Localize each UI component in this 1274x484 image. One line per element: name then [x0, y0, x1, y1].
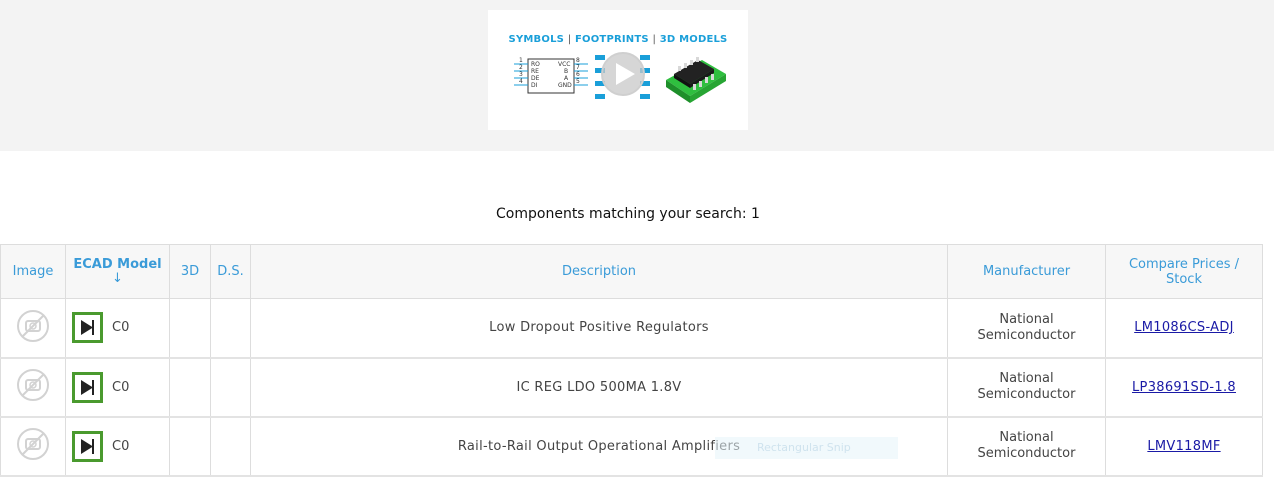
ecad-model-icon[interactable]	[72, 371, 103, 403]
banner-area: SYMBOLS | FOOTPRINTS | 3D MODELS 1 2 3	[0, 0, 1274, 151]
table-header-row: Image ECAD Model ↓ 3D D.S. Description M…	[0, 244, 1263, 299]
ecad-model-icon[interactable]	[72, 312, 103, 344]
column-header-3d[interactable]: 3D	[169, 244, 211, 299]
pin-6-number: 6	[576, 71, 580, 78]
column-header-ecad[interactable]: ECAD Model ↓	[65, 244, 170, 299]
image-cell	[0, 357, 66, 418]
pin-2-number: 2	[519, 64, 523, 71]
schematic-symbol-icon: 1 2 3 4 RO RE DE DI VCC B A GND 8 7 6 5	[514, 57, 588, 94]
manufacturer-line1: National	[999, 311, 1054, 327]
results-table: Image ECAD Model ↓ 3D D.S. Description M…	[0, 244, 1263, 477]
table-row: C0 IC REG LDO 500MA 1.8V National Semico…	[0, 357, 1263, 418]
pin-7-number: 7	[576, 64, 580, 71]
snip-tool-overlay: Rectangular Snip	[715, 437, 898, 459]
compare-header-line2: Stock	[1166, 271, 1202, 287]
part-number-link[interactable]: LM1086CS-ADJ	[1134, 320, 1234, 336]
manufacturer-line2: Semiconductor	[977, 446, 1076, 461]
footprint-icon	[595, 55, 650, 99]
part-number-link[interactable]: LP38691SD-1.8	[1132, 379, 1236, 395]
pin-1-number: 1	[519, 57, 523, 64]
part-number-cell: LM1086CS-ADJ	[1105, 298, 1263, 359]
ecad-cell: C0	[65, 298, 170, 359]
ecad-model-icon[interactable]	[72, 430, 103, 462]
banner-models: 3D MODELS	[659, 34, 728, 45]
manufacturer-line2: Semiconductor	[977, 327, 1076, 343]
banner-symbols: SYMBOLS	[508, 34, 565, 45]
manufacturer-line1: National	[999, 371, 1054, 386]
sort-down-icon[interactable]: ↓	[112, 271, 123, 286]
column-header-manufacturer[interactable]: Manufacturer	[947, 244, 1106, 299]
3d-cell	[169, 416, 211, 477]
pin-label-re: RE	[531, 68, 539, 75]
video-banner[interactable]: SYMBOLS | FOOTPRINTS | 3D MODELS 1 2 3	[488, 10, 748, 130]
no-image-icon	[17, 369, 49, 401]
column-header-datasheet[interactable]: D.S.	[210, 244, 251, 299]
pin-label-vcc: VCC	[558, 61, 570, 68]
banner-footprints: FOOTPRINTS	[575, 34, 649, 45]
3d-model-icon	[666, 57, 726, 103]
ecad-header-label: ECAD Model	[73, 257, 162, 272]
pin-4-number: 4	[519, 78, 523, 85]
pin-8-number: 8	[576, 57, 580, 64]
ecad-code: C0	[112, 379, 130, 395]
manufacturer-line2: Semiconductor	[977, 387, 1076, 402]
manufacturer-cell: National Semiconductor	[947, 357, 1106, 418]
manufacturer-cell: National Semiconductor	[947, 416, 1106, 477]
part-number-cell: LMV118MF	[1105, 416, 1263, 477]
datasheet-cell	[210, 357, 251, 418]
part-number-cell: LP38691SD-1.8	[1105, 357, 1263, 418]
3d-cell	[169, 298, 211, 359]
column-header-description[interactable]: Description	[250, 244, 948, 299]
table-row: C0 Rail-to-Rail Output Operational Ampli…	[0, 416, 1263, 477]
pin-label-de: DE	[531, 75, 540, 82]
image-cell	[0, 298, 66, 359]
ecad-cell: C0	[65, 357, 170, 418]
image-cell	[0, 416, 66, 477]
3d-cell	[169, 357, 211, 418]
results-count: Components matching your search: 1	[496, 206, 760, 222]
no-image-icon	[17, 428, 49, 460]
pin-5-number: 5	[576, 78, 580, 85]
ecad-code: C0	[112, 320, 130, 336]
banner-title: SYMBOLS | FOOTPRINTS | 3D MODELS	[488, 34, 748, 45]
ecad-code: C0	[112, 438, 130, 454]
manufacturer-line1: National	[999, 430, 1054, 445]
datasheet-cell	[210, 416, 251, 477]
ecad-cell: C0	[65, 416, 170, 477]
pin-label-di: DI	[531, 82, 538, 89]
manufacturer-cell: National Semiconductor	[947, 298, 1106, 359]
pin-3-number: 3	[519, 71, 523, 78]
compare-header-line1: Compare Prices /	[1128, 256, 1240, 272]
pin-label-ro: RO	[531, 61, 540, 68]
description-cell: Low Dropout Positive Regulators	[250, 298, 948, 359]
table-row: C0 Low Dropout Positive Regulators Natio…	[0, 298, 1263, 359]
pin-label-b: B	[564, 68, 568, 75]
banner-illustration: 1 2 3 4 RO RE DE DI VCC B A GND 8 7 6 5	[514, 52, 726, 103]
datasheet-cell	[210, 298, 251, 359]
play-icon[interactable]	[601, 52, 645, 96]
column-header-image[interactable]: Image	[0, 244, 66, 299]
column-header-compare[interactable]: Compare Prices / Stock	[1105, 244, 1263, 299]
pin-label-a: A	[564, 75, 569, 82]
banner-separator: |	[652, 34, 657, 45]
pin-label-gnd: GND	[558, 82, 572, 89]
part-number-link[interactable]: LMV118MF	[1147, 438, 1221, 454]
no-image-icon	[17, 309, 49, 342]
banner-separator: |	[567, 34, 572, 45]
description-cell: IC REG LDO 500MA 1.8V	[250, 357, 948, 418]
